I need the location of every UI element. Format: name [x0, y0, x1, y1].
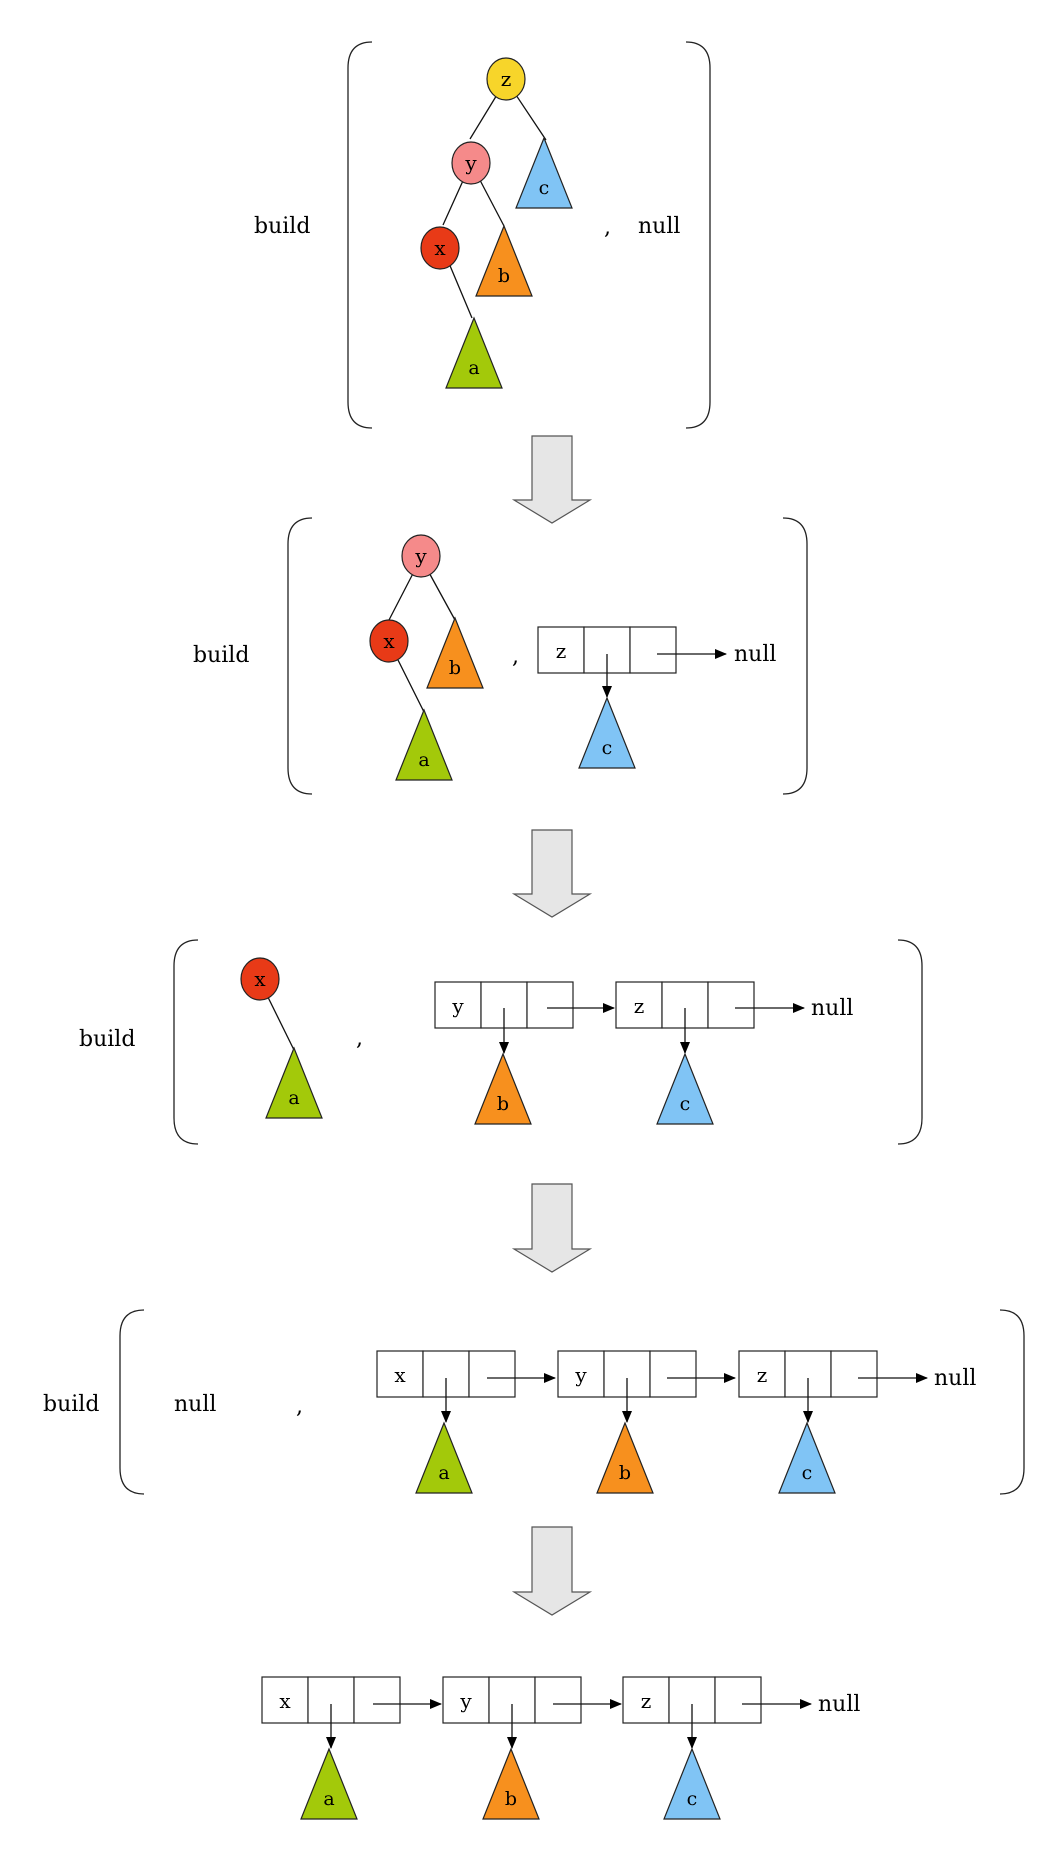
triangle-a	[265, 1046, 323, 1119]
triangle-label: a	[323, 1788, 334, 1810]
node-label: y	[414, 544, 427, 568]
cell-label: z	[757, 1363, 768, 1387]
triangle-c	[656, 1052, 714, 1125]
node-x	[369, 619, 409, 663]
triangle-label: a	[418, 749, 429, 771]
triangle-a	[300, 1747, 358, 1820]
triangle-label: b	[449, 657, 461, 679]
triangle-label: b	[505, 1788, 517, 1810]
null-label: null	[638, 214, 680, 239]
cell-label: x	[279, 1689, 291, 1713]
cell-label: y	[451, 994, 464, 1018]
cell-label: y	[459, 1689, 472, 1713]
comma: ,	[604, 215, 611, 240]
triangle-label: c	[539, 177, 550, 199]
triangle-label: c	[680, 1093, 691, 1115]
left-paren	[173, 939, 199, 1145]
stage-3: build a x , y b z c null	[79, 939, 923, 1145]
cell-label: x	[394, 1363, 406, 1387]
node-label: x	[254, 967, 266, 991]
list-cell-y: y	[442, 1676, 622, 1749]
node-y	[451, 141, 491, 185]
triangle-label: c	[802, 1462, 813, 1484]
right-paren	[897, 939, 923, 1145]
node-y	[401, 534, 441, 578]
triangle-c	[663, 1747, 721, 1820]
triangle-c	[578, 696, 636, 769]
comma: ,	[356, 1026, 363, 1051]
triangle-b	[482, 1747, 540, 1820]
build-label: build	[43, 1392, 99, 1417]
cell-label: z	[556, 639, 567, 663]
list-cell-x: x	[376, 1350, 556, 1423]
node-label: x	[383, 629, 395, 653]
build-label: build	[254, 214, 310, 239]
node-label: z	[501, 67, 512, 91]
node-x	[240, 957, 280, 1001]
triangle-label: a	[438, 1462, 449, 1484]
comma: ,	[296, 1394, 303, 1419]
node-x	[420, 226, 460, 270]
right-paren	[999, 1309, 1025, 1495]
triangle-c	[778, 1421, 836, 1494]
build-label: build	[79, 1027, 135, 1052]
triangle-label: a	[288, 1087, 299, 1109]
right-paren	[685, 41, 711, 429]
triangle-a	[415, 1421, 473, 1494]
triangle-a	[445, 316, 503, 389]
triangle-c	[515, 136, 573, 209]
triangle-label: b	[619, 1462, 631, 1484]
null-label: null	[818, 1692, 860, 1717]
left-paren	[287, 517, 313, 795]
triangle-b	[474, 1052, 532, 1125]
triangle-b	[475, 224, 533, 297]
triangle-label: c	[602, 737, 613, 759]
transition-arrow	[511, 1183, 593, 1273]
node-z	[486, 57, 526, 101]
null-label: null	[174, 1392, 216, 1417]
triangle-label: a	[468, 357, 479, 379]
triangle-b	[426, 616, 484, 689]
list-cell-z: z	[622, 1676, 812, 1749]
node-label: x	[434, 236, 446, 260]
list-cell-x: x	[261, 1676, 442, 1749]
stage-5-result: x a y b z c null	[261, 1676, 860, 1820]
triangle-b	[596, 1421, 654, 1494]
transition-arrow	[511, 829, 593, 918]
stage-2: build b a y x , z c null	[193, 517, 808, 795]
list-cell-y: y	[434, 981, 615, 1054]
list-cell-y: y	[557, 1350, 736, 1423]
list-cell-z: z	[615, 981, 805, 1054]
stage-4: build null , x a y b z	[43, 1309, 1025, 1495]
node-label: y	[464, 151, 477, 175]
left-paren	[119, 1309, 145, 1495]
build-label: build	[193, 643, 249, 668]
transition-arrow	[511, 435, 593, 524]
comma: ,	[512, 644, 519, 669]
triangle-label: b	[498, 265, 510, 287]
stage-1: build c b a z y x , null	[254, 41, 711, 429]
transition-arrow	[511, 1526, 593, 1616]
triangle-a	[395, 708, 453, 781]
cell-label: z	[641, 1689, 652, 1713]
triangle-label: b	[497, 1093, 509, 1115]
list-cell-z: z	[738, 1350, 928, 1423]
null-label: null	[734, 642, 776, 667]
cell-label: y	[574, 1363, 587, 1387]
left-paren	[347, 41, 373, 429]
triangle-label: c	[687, 1788, 698, 1810]
null-label: null	[934, 1366, 976, 1391]
cell-label: z	[634, 994, 645, 1018]
list-cell-z: z	[537, 626, 727, 698]
null-label: null	[811, 996, 853, 1021]
right-paren	[782, 517, 808, 795]
